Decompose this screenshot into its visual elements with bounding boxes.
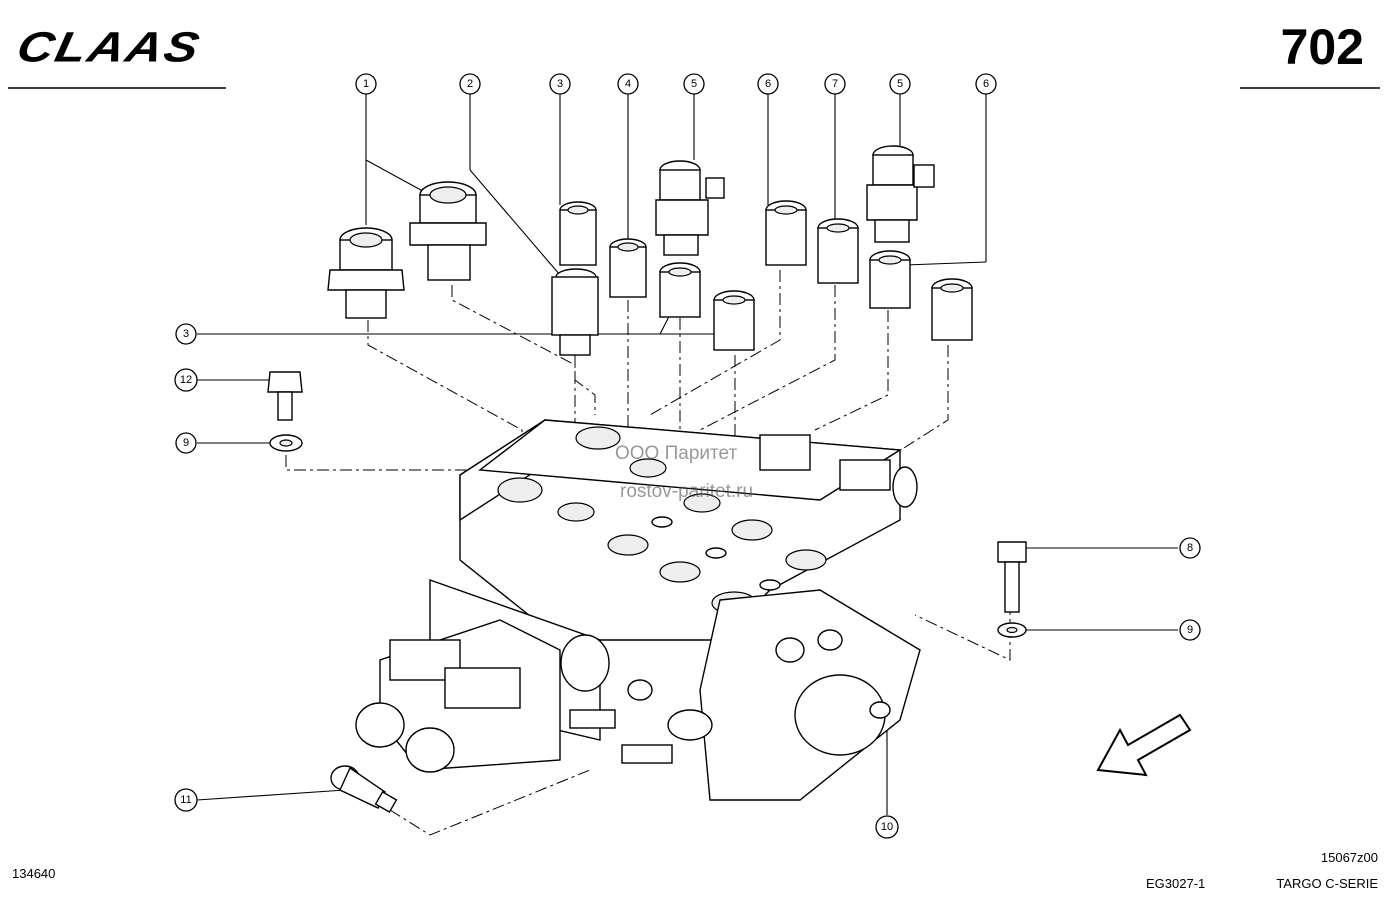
reference-code: 15067z00 (1320, 850, 1378, 865)
fitting-3c (713, 290, 755, 351)
callout-4: 4 (617, 73, 639, 95)
watermark-company: ООО Паритет (615, 443, 738, 464)
fitting-5b (866, 145, 935, 243)
fitting-5a (655, 160, 725, 256)
fitting-1a (327, 227, 405, 319)
callout-10-label: 10 (881, 821, 893, 833)
callout-5-right-label: 5 (897, 78, 903, 90)
callout-1-label: 1 (363, 78, 369, 90)
bolt-12 (267, 371, 303, 421)
page-number: 702 (1280, 19, 1364, 75)
callout-12: 12 (174, 368, 198, 392)
callout-2: 2 (459, 73, 481, 95)
plug-11 (330, 765, 398, 814)
callout-5-right: 5 (889, 73, 911, 95)
fitting-6b (869, 250, 911, 309)
callout-11: 11 (174, 788, 198, 812)
callout-6-left: 6 (757, 73, 779, 95)
bolt-8 (997, 541, 1027, 613)
fitting-1b (409, 181, 487, 281)
callout-7: 7 (824, 73, 846, 95)
callout-9-right: 9 (1179, 619, 1201, 641)
fitting-3b (659, 262, 701, 318)
callout-2-label: 2 (467, 78, 473, 90)
callout-3-left-label: 3 (183, 328, 189, 340)
callout-6-right: 6 (975, 73, 997, 95)
series-name: TARGO C-SERIE (1276, 876, 1378, 891)
fitting-4 (609, 238, 647, 298)
callout-9-right-label: 9 (1187, 624, 1193, 636)
control-valve-block (355, 418, 921, 801)
callout-3-left: 3 (175, 323, 197, 345)
callout-8-label: 8 (1187, 542, 1193, 554)
callout-6-left-label: 6 (765, 78, 771, 90)
fitting-7 (817, 218, 859, 284)
callout-4-label: 4 (625, 78, 631, 90)
fitting-2 (551, 268, 599, 356)
fitting-3a (559, 201, 597, 266)
fitting-6c (931, 278, 973, 341)
callout-3-top-label: 3 (557, 78, 563, 90)
callout-10: 10 (875, 815, 899, 839)
group-code: EG3027-1 (1146, 876, 1206, 891)
fitting-6a (765, 200, 807, 266)
callout-11-label: 11 (180, 794, 191, 806)
direction-arrow (1096, 713, 1192, 777)
callout-8: 8 (1179, 537, 1201, 559)
drawing-id: 134640 (12, 866, 56, 881)
callout-7-label: 7 (832, 78, 838, 90)
callout-9-left-label: 9 (183, 437, 189, 449)
callout-5-left: 5 (683, 73, 705, 95)
callout-5-left-label: 5 (691, 78, 697, 90)
callout-6-right-label: 6 (983, 78, 989, 90)
callout-12-label: 12 (180, 374, 192, 386)
leader-lines (196, 93, 1178, 815)
callout-1: 1 (355, 73, 377, 95)
callout-9-left: 9 (175, 432, 197, 454)
callout-3-top: 3 (549, 73, 571, 95)
watermark-url: rostov-paritet.ru (620, 481, 754, 502)
